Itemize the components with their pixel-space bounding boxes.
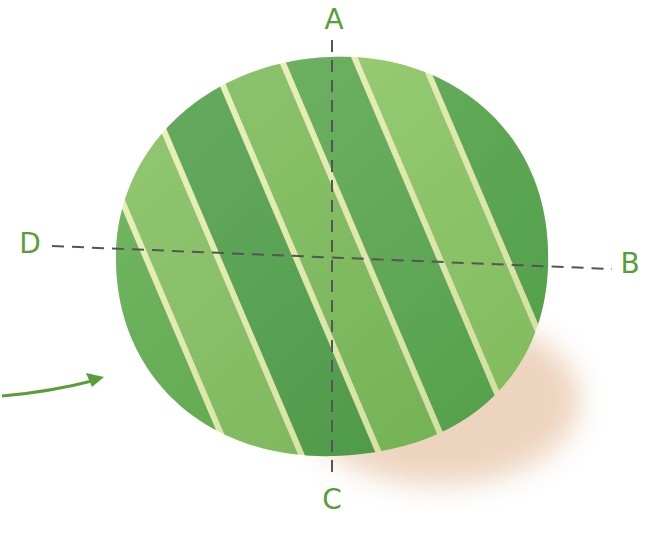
vertical-axis — [331, 40, 333, 478]
axis-label: B — [620, 250, 639, 278]
axis-label: D — [19, 230, 41, 258]
pointer-arrowhead — [86, 373, 104, 387]
pointer-arrow — [2, 380, 96, 396]
axis-label: A — [324, 6, 343, 34]
horizontal-axis — [52, 246, 612, 269]
axis-label: C — [322, 486, 342, 514]
